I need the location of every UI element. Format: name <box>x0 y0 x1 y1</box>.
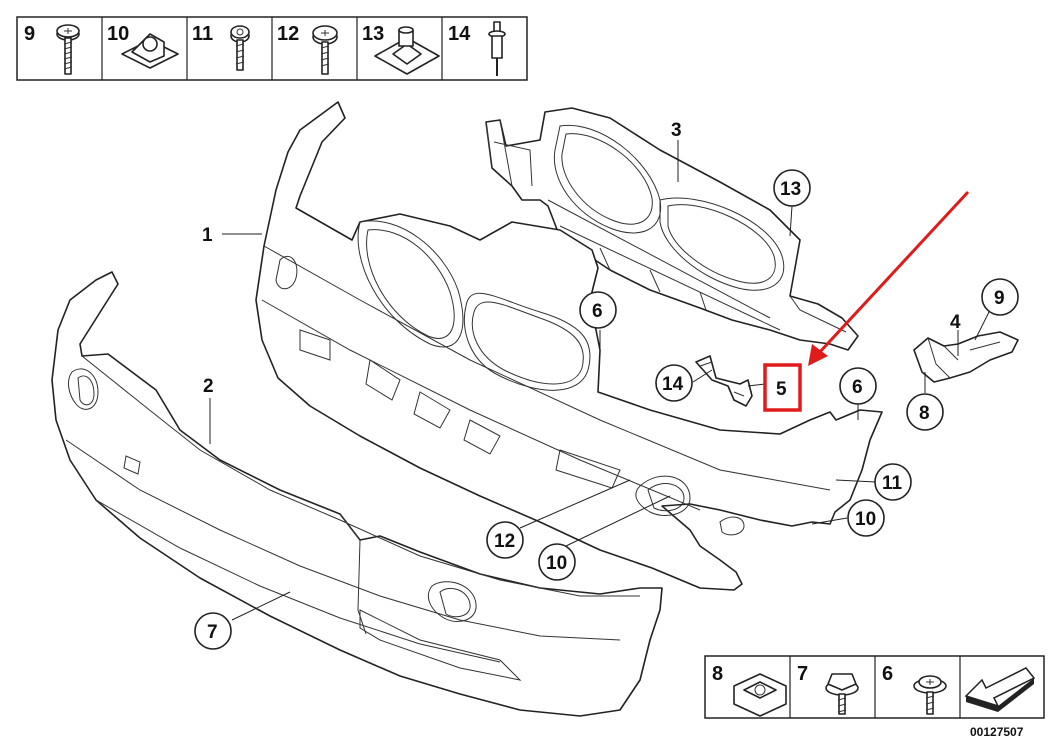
callouts: 1 2 3 4 13 6 14 5 6 9 8 11 10 12 10 7 <box>194 120 1019 650</box>
callout-label: 1 <box>202 225 213 246</box>
callout-circle <box>906 393 944 431</box>
part-bracket <box>695 355 753 407</box>
callout-circle <box>839 367 877 405</box>
callout-label: 3 <box>671 120 682 141</box>
clip-nut-icon <box>374 26 440 75</box>
callout-circle <box>847 499 885 537</box>
bolt-icon <box>230 25 250 71</box>
callout-circle <box>538 543 576 581</box>
legend-number: 11 <box>192 23 213 45</box>
legend-number: 13 <box>362 23 384 45</box>
callout-label: 12 <box>494 531 515 552</box>
callout-circle <box>194 612 232 650</box>
bottom-legend-table: 8 7 6 <box>704 655 1045 719</box>
highlighted-callout-5: 5 <box>763 363 802 412</box>
rivet-icon <box>488 21 506 76</box>
callout-label: 5 <box>776 379 787 400</box>
clip-nut-icon <box>733 673 787 717</box>
screw-icon <box>56 24 80 75</box>
direction-arrow-icon <box>964 667 1036 712</box>
callout-label: 10 <box>546 553 567 574</box>
part-side-bracket <box>913 331 1019 383</box>
callout-label: 8 <box>919 403 930 424</box>
callout-label: 13 <box>780 179 801 200</box>
callout-label: 14 <box>662 374 684 395</box>
legend-number: 10 <box>107 23 129 45</box>
callout-label: 6 <box>592 301 603 322</box>
legend-number: 8 <box>712 663 723 685</box>
callout-circle <box>874 463 912 501</box>
screw-icon <box>312 25 338 75</box>
part-carrier-frame <box>485 107 859 351</box>
screw-icon <box>913 675 947 715</box>
legend-number: 7 <box>797 663 808 685</box>
hex-screw-icon <box>825 673 859 715</box>
highlight-arrow <box>808 190 970 366</box>
callout-circle <box>486 521 524 559</box>
callout-circle <box>773 169 811 207</box>
callout-label: 7 <box>207 622 218 643</box>
legend-number: 9 <box>24 23 35 45</box>
clip-nut-icon <box>121 33 179 69</box>
top-legend-table: 9 10 11 12 13 14 <box>16 16 528 81</box>
callout-label: 2 <box>203 376 214 397</box>
part-bumper-panel <box>255 101 883 591</box>
callout-label: 11 <box>882 473 903 494</box>
legend-number: 14 <box>448 23 471 45</box>
callout-circle <box>981 278 1019 316</box>
callout-label: 9 <box>994 288 1005 309</box>
callout-label: 6 <box>852 377 863 398</box>
leader-lines <box>209 140 991 621</box>
legend-number: 12 <box>277 23 299 45</box>
part-bumper-cover <box>51 271 663 717</box>
callout-circle <box>655 364 693 402</box>
legend-number: 6 <box>882 663 893 685</box>
document-number: 00127507 <box>970 725 1024 739</box>
callout-label: 4 <box>950 312 961 333</box>
callout-circle <box>579 291 617 329</box>
callout-label: 10 <box>855 509 876 530</box>
